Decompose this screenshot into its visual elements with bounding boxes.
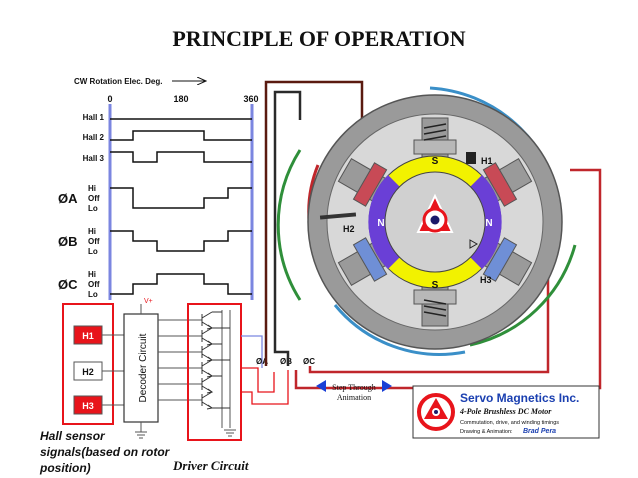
logo-company: Servo Magnetics Inc.: [460, 391, 579, 405]
hall-3-label: Hall 3: [83, 154, 105, 163]
phase-b-hi: Hi: [88, 227, 96, 236]
rotation-direction-icon: [469, 239, 479, 249]
phase-a-hi: Hi: [88, 184, 96, 193]
hall-tag-h1: H1: [481, 156, 493, 166]
sensor-h3-label: H3: [82, 401, 94, 411]
lead-red-outer: [294, 168, 602, 390]
hall-tag-h3: H3: [480, 275, 492, 285]
hall-sensor-group-outline: [62, 303, 114, 425]
vplus-label: V+: [144, 298, 153, 305]
degree-360: 360: [243, 94, 258, 104]
phase-b-lo: Lo: [88, 247, 98, 256]
phase-a-row: ØA Hi Off Lo: [58, 184, 252, 213]
step-button-line2: Animation: [337, 393, 371, 402]
rotation-header: CW Rotation Elec. Deg.: [74, 77, 162, 86]
pole-bottom-right: [482, 237, 518, 282]
lead-dark: [273, 90, 302, 366]
winding-arc-green-left: [276, 149, 302, 301]
transistor-array: [201, 311, 230, 410]
transistor-3: [201, 343, 214, 362]
phase-c-label: ØC: [58, 277, 78, 292]
terminal-phase-a: ØA: [256, 357, 268, 366]
transistor-1: [201, 311, 214, 330]
pole-letter-right: N: [485, 218, 492, 229]
sensor-h1-label: H1: [82, 331, 94, 341]
phase-a-off: Off: [88, 194, 100, 203]
pole-bottom-left: [352, 237, 388, 282]
hall-1-label: Hall 1: [83, 113, 105, 122]
logo-subtitle: 4-Pole Brushless DC Motor: [459, 407, 552, 416]
logo-caption-1: Commutation, drive, and winding timings: [460, 420, 559, 426]
decoder-ground-icon: [135, 431, 147, 439]
terminal-phase-c: ØC: [303, 357, 315, 366]
transistor-5: [201, 375, 214, 394]
logo-caption-2: Drawing & Animation:: [460, 429, 513, 435]
hall-2-label: Hall 2: [83, 133, 105, 142]
phase-c-waveform: [110, 273, 252, 295]
hall-2-waveform: [110, 130, 252, 141]
terminal-phase-b: ØB: [280, 357, 292, 366]
degree-180: 180: [173, 94, 188, 104]
driver-circuit-caption: Driver Circuit: [173, 458, 249, 473]
logo-ring-icon: [417, 393, 455, 431]
hall-3-waveform: [110, 151, 252, 163]
step-back-icon[interactable]: [316, 380, 326, 392]
logo-author: Brad Pera: [523, 428, 556, 435]
rotor-hub: [416, 193, 454, 233]
phase-c-hi: Hi: [88, 270, 96, 279]
phase-c-lo: Lo: [88, 290, 98, 299]
step-forward-icon[interactable]: [382, 380, 392, 392]
driver-output-wires: [241, 335, 289, 405]
coil-stripes: [423, 123, 447, 317]
hall-tag-h2-marker: [319, 212, 357, 220]
phase-a-label: ØA: [58, 191, 78, 206]
pole-letter-bottom: S: [432, 280, 439, 291]
phase-a-lo: Lo: [88, 204, 98, 213]
driver-circuit-outline: [187, 303, 242, 441]
phase-b-off: Off: [88, 237, 100, 246]
phase-c-off: Off: [88, 280, 100, 289]
decoder-label: Decoder Circuit: [138, 333, 149, 402]
step-button-line1: Step Through: [332, 383, 376, 392]
phase-b-waveform: [110, 230, 252, 252]
transistor-4: [201, 359, 214, 378]
phase-b-row: ØB Hi Off Lo: [58, 227, 252, 256]
phase-b-label: ØB: [58, 234, 78, 249]
page-title: PRINCIPLE OF OPERATION: [172, 26, 466, 51]
phase-c-row: ØC Hi Off Lo: [58, 270, 252, 299]
hall-tag-h1-marker: [466, 152, 476, 164]
phase-a-waveform: [110, 187, 252, 209]
timing-diagram: CW Rotation Elec. Deg. 0 180 360 Hall 1 …: [58, 77, 259, 300]
motor-assembly: S N S N H1 H2 H3: [276, 86, 577, 356]
hall-sensor-caption: Hall sensor signals(based on rotor posit…: [40, 429, 170, 475]
lead-brown: [264, 80, 364, 366]
hall-tag-h2: H2: [343, 224, 355, 234]
pole-top: [413, 139, 457, 155]
transistor-2: [201, 327, 214, 346]
winding-arc-blue-bottom: [333, 304, 466, 356]
pole-letter-top: S: [432, 156, 439, 167]
control-circuit: H1 H2 H3 Decoder Circuit V+: [62, 298, 315, 441]
driver-ground-icon: [224, 429, 236, 437]
sensor-h2-label: H2: [82, 367, 94, 377]
transistor-6: [201, 391, 214, 410]
pole-top-right: [482, 162, 518, 207]
step-through-button[interactable]: Step Through Animation: [316, 380, 392, 402]
servo-magnetics-logo: Servo Magnetics Inc. 4-Pole Brushless DC…: [412, 385, 600, 439]
pole-letter-left: N: [377, 218, 384, 229]
degree-0: 0: [107, 94, 112, 104]
pole-top-left: [352, 162, 388, 207]
winding-arc-green-right: [469, 244, 577, 347]
logo-center-icon: [434, 410, 438, 414]
decoder-driver-wires: [158, 319, 202, 401]
